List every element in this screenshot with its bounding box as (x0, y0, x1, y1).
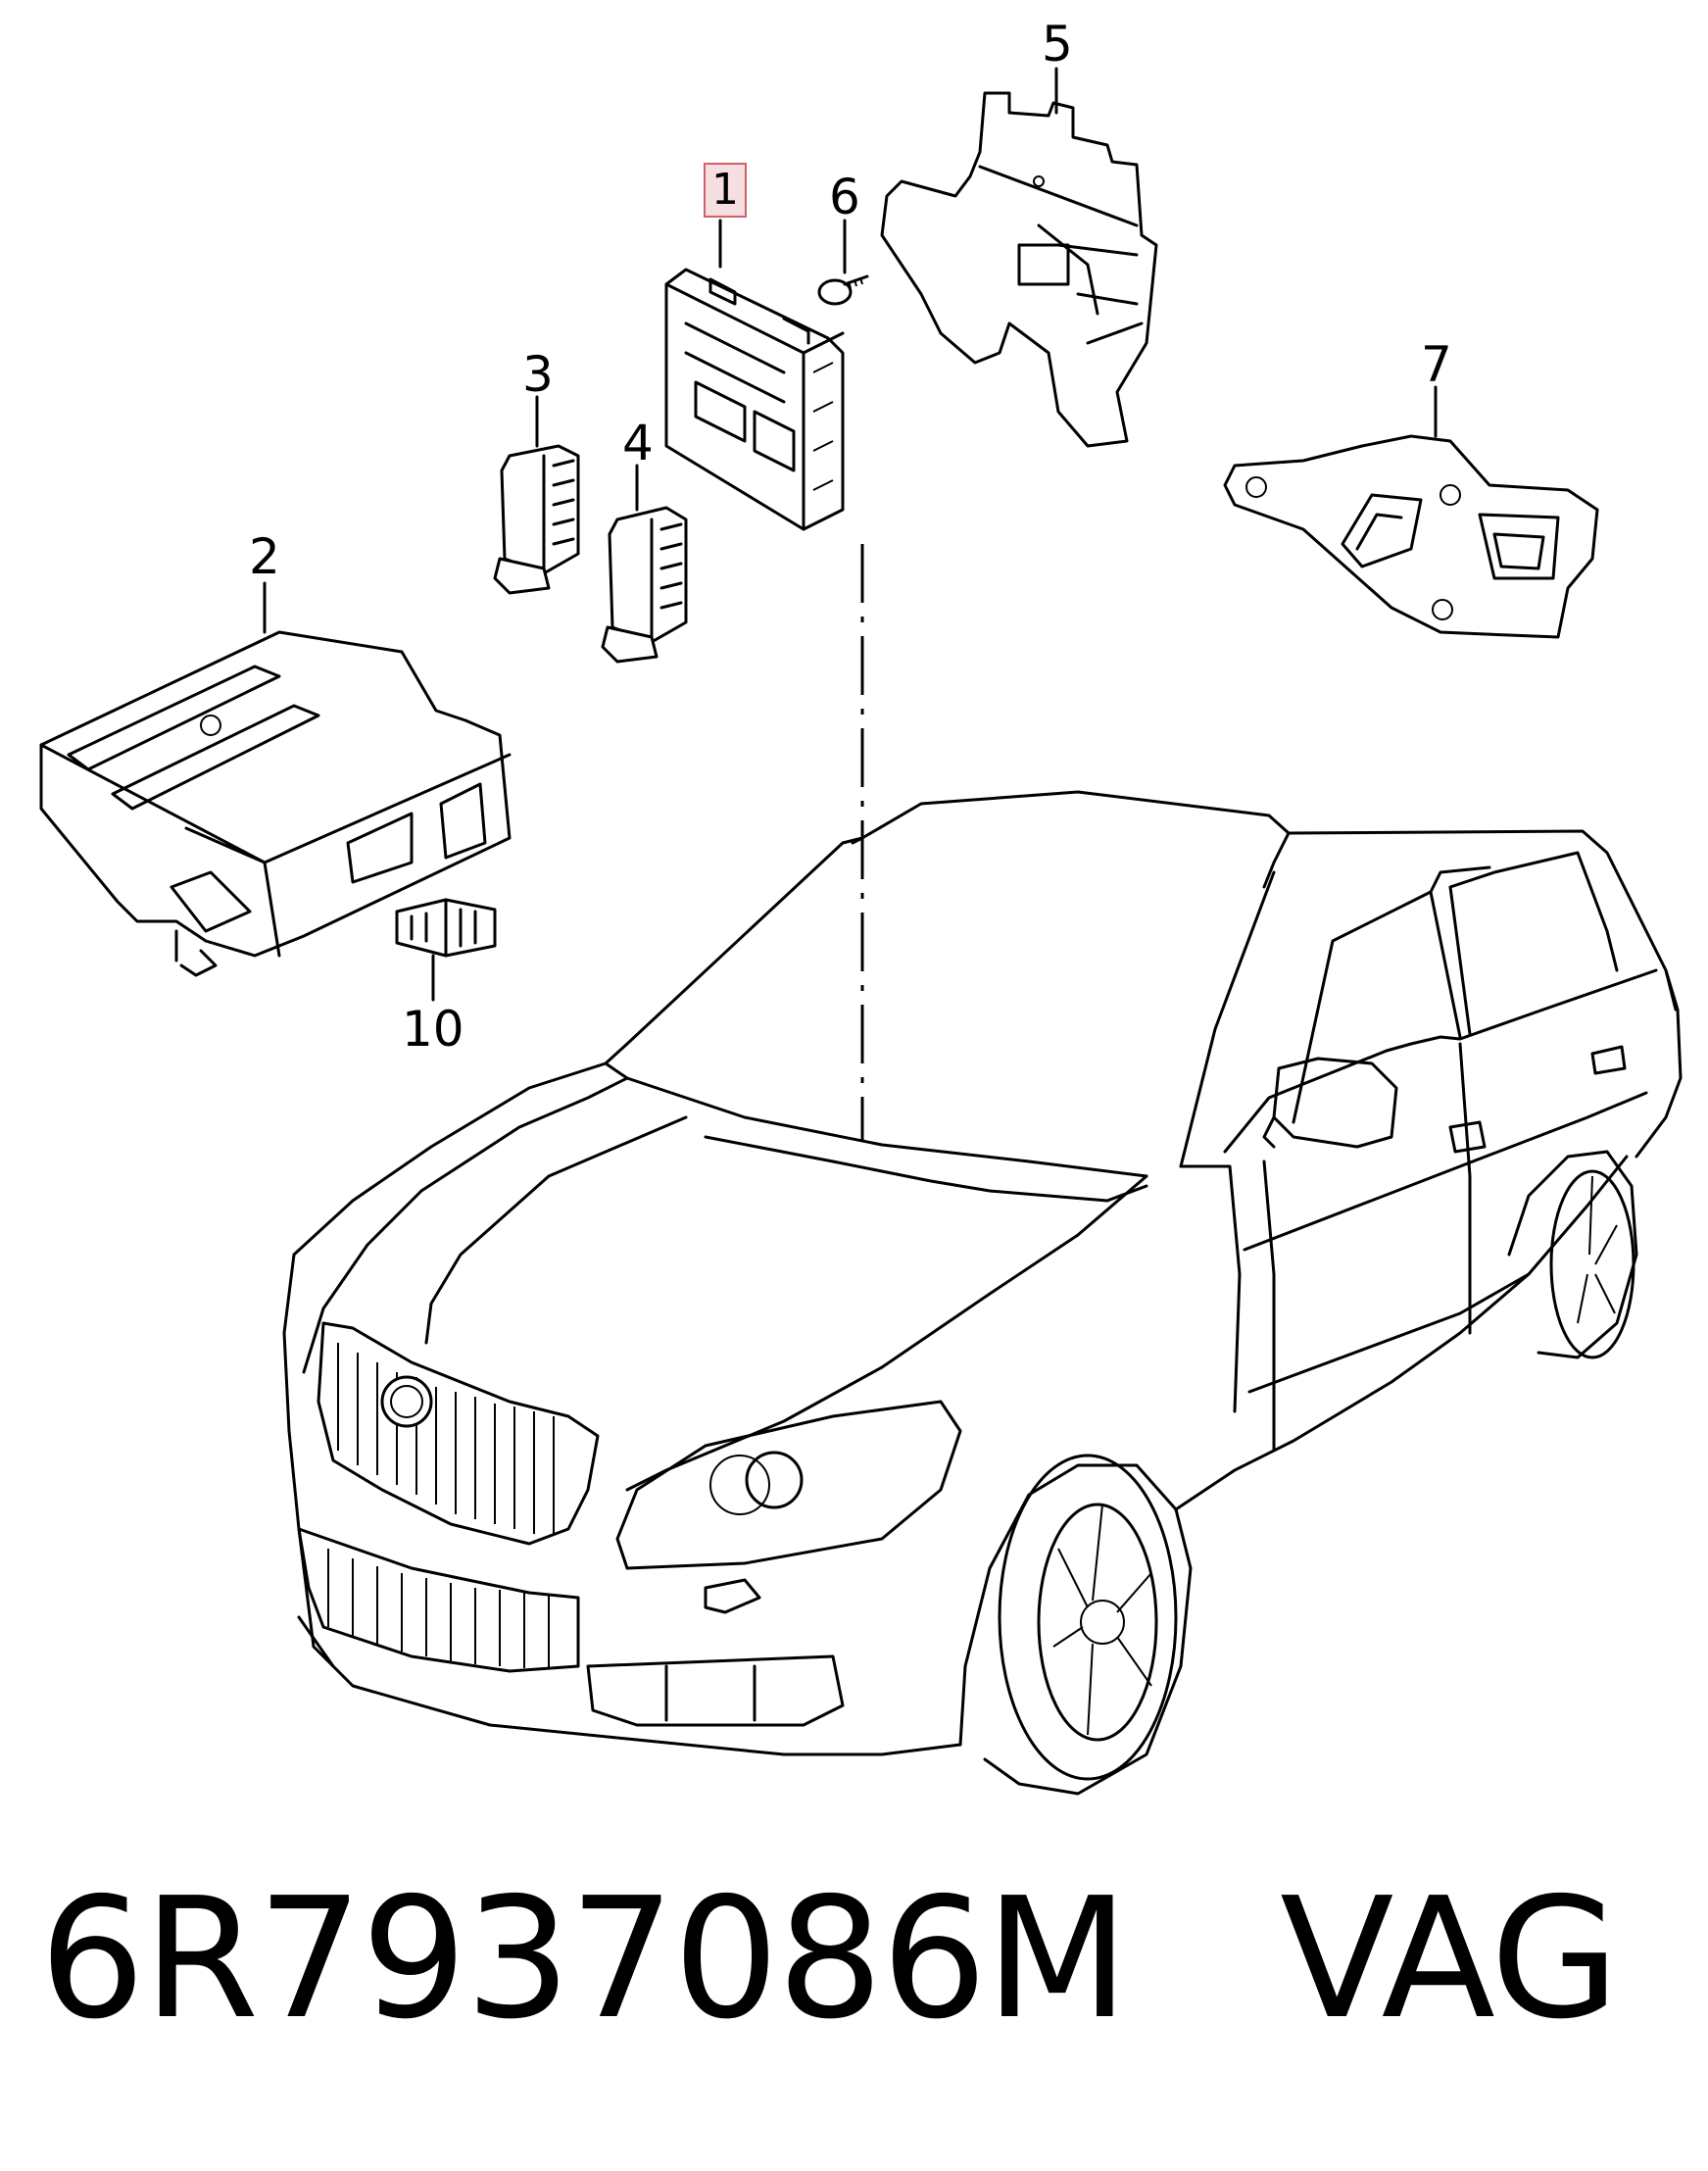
brand-name: VAG (1280, 1862, 1619, 2056)
part-caption: 6R7937086M VAG (39, 1862, 1620, 2056)
callout-6: 6 (829, 169, 860, 225)
car-illustration (282, 790, 1683, 1796)
part-4-connector (601, 506, 688, 664)
part-number: 6R7937086M (39, 1862, 1129, 2056)
callout-3: 3 (522, 346, 554, 403)
part-3-connector (493, 444, 580, 595)
part-6-screw (817, 274, 869, 306)
part-5-bracket (880, 91, 1158, 448)
part-7-plate (1223, 434, 1599, 639)
callout-4: 4 (622, 415, 654, 471)
part-10-connector (395, 898, 497, 958)
part-1-control-unit (664, 268, 845, 531)
callout-10: 10 (402, 1001, 464, 1058)
callout-5: 5 (1042, 16, 1073, 73)
callout-1: 1 (704, 163, 747, 218)
part-2-module (39, 630, 512, 977)
callout-2: 2 (249, 528, 280, 585)
callout-7: 7 (1421, 336, 1452, 393)
